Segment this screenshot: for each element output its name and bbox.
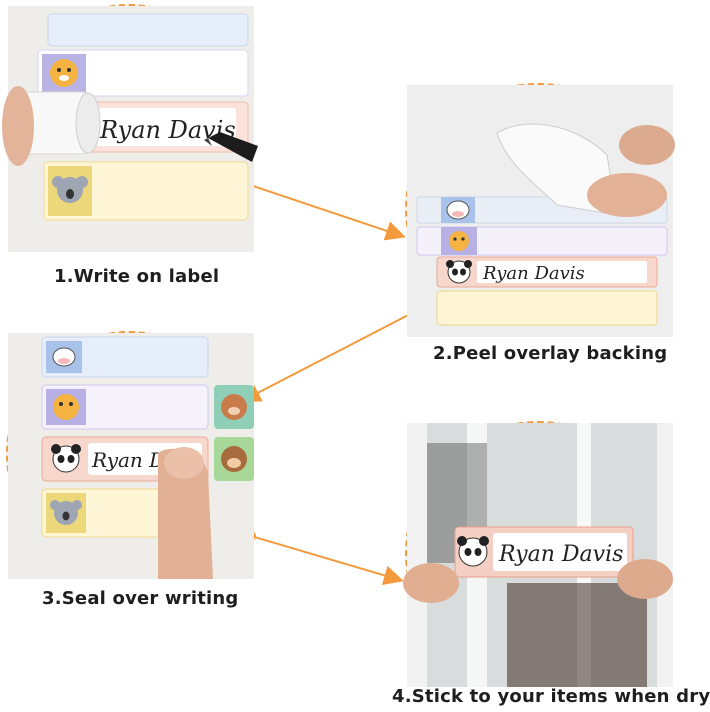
arrow-step1-to-step2 [236,177,406,241]
finger-icon [403,563,459,603]
step3-caption: 3.Seal over writing [42,588,239,609]
panda-icon [457,536,489,567]
finger-icon [158,447,213,579]
finger-icon [2,86,34,166]
label-name-text: Ryan Davis [482,263,585,284]
monkey-icon [221,446,247,472]
arrow-step3-to-step4 [246,531,404,586]
step1-caption: 1.Write on label [54,266,220,287]
finger-icon [587,173,667,217]
panda-icon [51,444,81,473]
panda-icon [446,260,472,284]
cow-icon [446,200,470,220]
label-name-text: Ryan Davis [498,542,623,567]
bear-icon [221,394,247,420]
step4-photo: Ryan Davis [403,421,673,687]
tiger-icon [449,231,469,251]
tiger-icon [53,394,79,420]
tiger-icon [50,59,78,87]
koala-icon [50,500,82,525]
pen-icon [204,132,258,162]
step3-photo: Ryan Da [6,331,254,579]
step1-photo: Ryan Davis [2,4,258,252]
koala-icon [52,176,88,203]
step4-caption: 4.Stick to your items when dry [392,686,710,707]
step2-caption: 2.Peel overlay backing [433,343,668,364]
cow-icon [52,347,76,367]
step2-photo: Ryan Davis [405,83,675,337]
